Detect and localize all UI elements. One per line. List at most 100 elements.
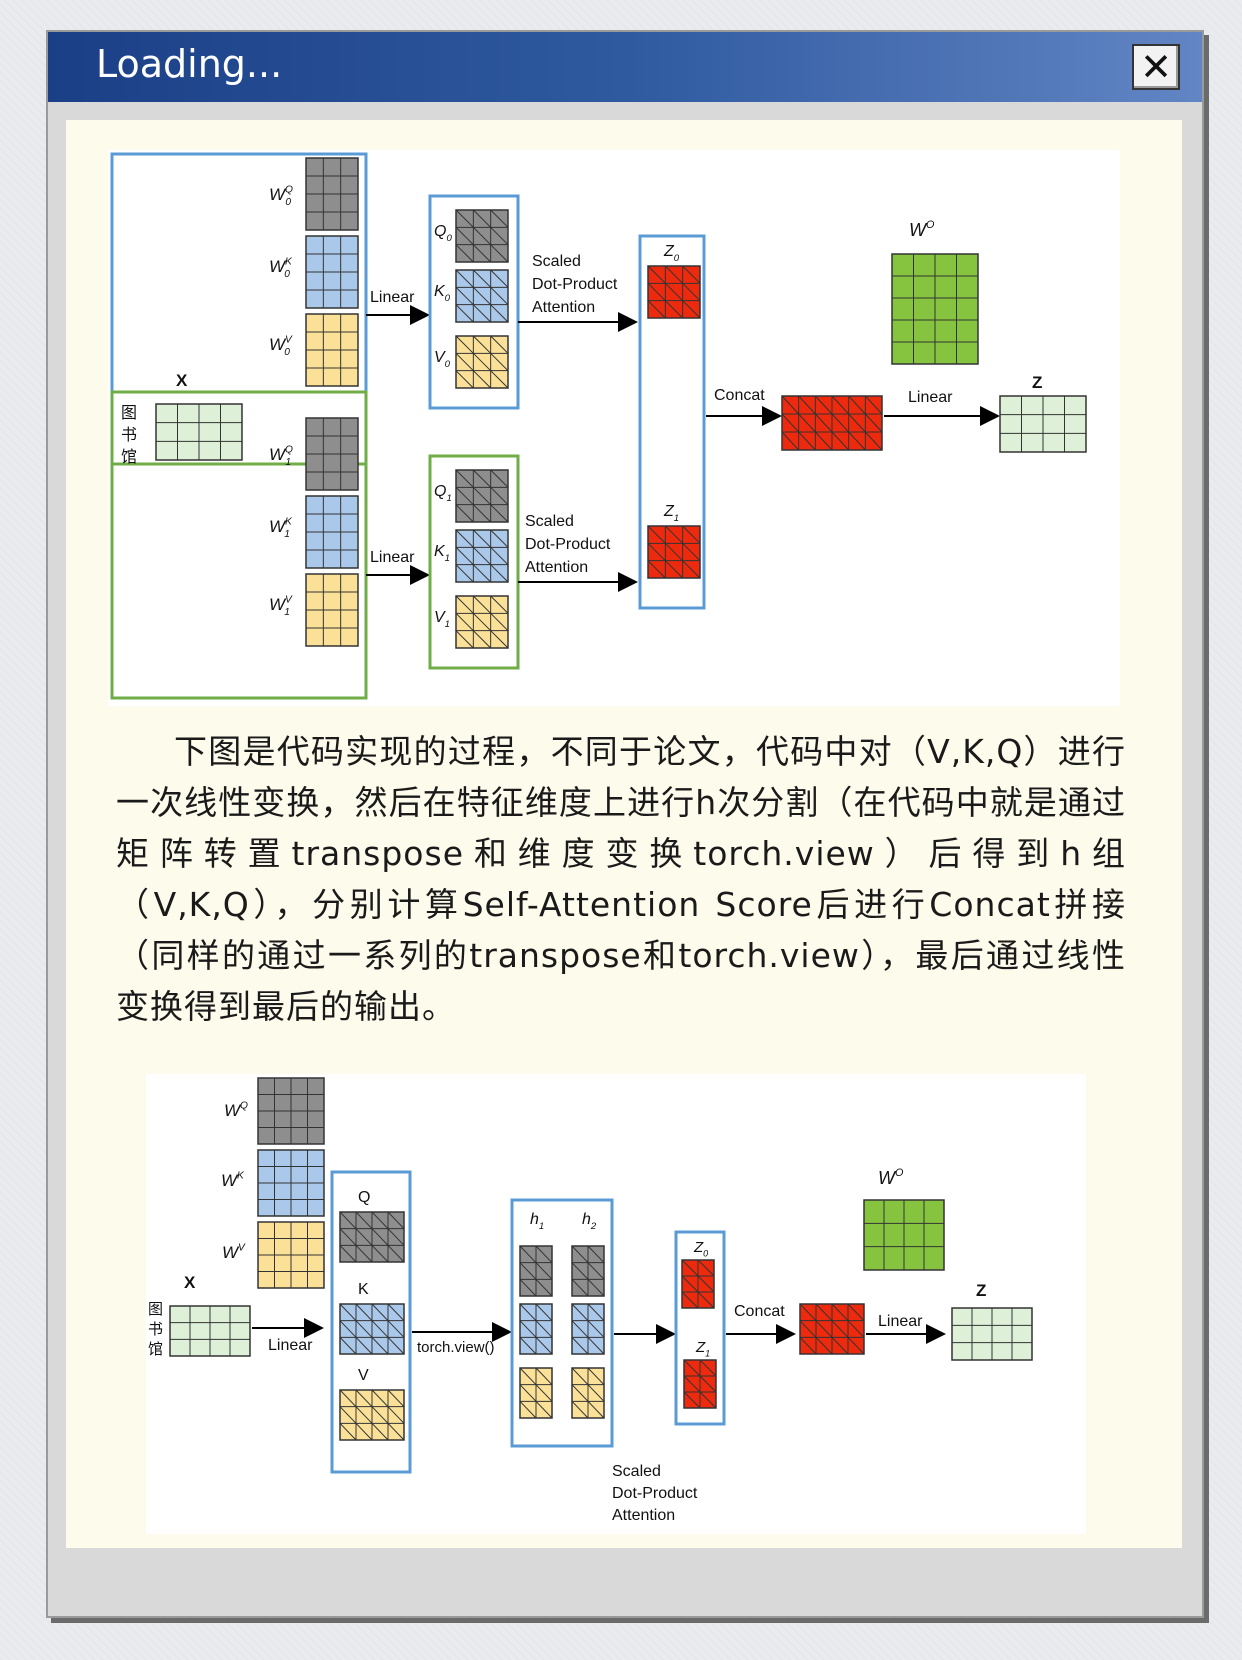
bottom-wk-matrix [305, 495, 359, 569]
bottom-qkv-box [428, 454, 520, 670]
bottom-sdpa-label: Scaled [525, 513, 574, 530]
z-out-matrix [999, 395, 1087, 453]
z1-matrix [683, 1359, 717, 1409]
wo-matrix [891, 253, 979, 365]
top-q-label: Q0 [434, 223, 452, 244]
k-matrix [339, 1303, 405, 1355]
top-qkv-box [428, 194, 520, 410]
linear-out-label: Linear [878, 1313, 923, 1330]
bottom-z-label: Z1 [663, 503, 679, 524]
h1-k-matrix [519, 1303, 553, 1355]
concat-matrix [781, 395, 883, 451]
input-char: 图 [148, 1301, 163, 1318]
sdpa-label: Dot-Product [612, 1485, 698, 1502]
h2-label: h2 [582, 1211, 597, 1232]
top-k-matrix [455, 269, 509, 323]
top-k-label: K0 [434, 283, 451, 304]
h1-q-matrix [519, 1245, 553, 1297]
top-z-matrix [647, 265, 701, 319]
q-label: Q [358, 1189, 370, 1206]
bottom-k-label: K1 [434, 543, 450, 564]
top-sdpa-label: Attention [532, 299, 595, 316]
wo-matrix [863, 1199, 945, 1271]
h1-label: h1 [530, 1211, 544, 1232]
input-char: 书 [148, 1321, 163, 1338]
top-linear-label: Linear [370, 289, 415, 306]
top-q-matrix [455, 209, 509, 263]
input-matrix [169, 1305, 251, 1357]
h2-q-matrix [571, 1245, 605, 1297]
top-z-label: Z0 [663, 243, 680, 264]
top-v-matrix [455, 335, 509, 389]
bottom-sdpa-label: Attention [525, 559, 588, 576]
input-char: 馆 [121, 448, 137, 466]
top-wk-matrix [305, 235, 359, 309]
input-matrix [155, 403, 243, 461]
v-matrix [339, 1389, 405, 1441]
bottom-q-label: Q1 [434, 483, 452, 504]
concat-matrix [799, 1303, 865, 1355]
bottom-q-matrix [455, 469, 509, 523]
x-label: X [184, 1273, 196, 1292]
concat-label: Concat [714, 387, 765, 404]
z0-label: Z0 [693, 1239, 708, 1259]
q-matrix [339, 1211, 405, 1263]
bottom-sdpa-label: Dot-Product [525, 536, 611, 553]
z-out-matrix [951, 1307, 1033, 1361]
z-stack-box [638, 234, 706, 610]
x-label: X [176, 371, 188, 390]
h2-v-matrix [571, 1367, 605, 1419]
linear-label: Linear [268, 1337, 313, 1354]
bottom-k-matrix [455, 529, 509, 583]
wo-label: WO [909, 219, 935, 240]
z-out-label: Z [976, 1281, 986, 1300]
h1-v-matrix [519, 1367, 553, 1419]
heads-box [510, 1198, 614, 1448]
torch-view-label: torch.view() [417, 1339, 495, 1356]
bottom-wq-matrix [305, 417, 359, 491]
close-button[interactable]: ✕ [1132, 44, 1180, 90]
input-char: 图 [121, 405, 137, 422]
wq-matrix [257, 1077, 325, 1145]
h2-k-matrix [571, 1303, 605, 1355]
bottom-wv-matrix [305, 573, 359, 647]
top-sdpa-label: Dot-Product [532, 276, 618, 293]
concat-label: Concat [734, 1303, 785, 1320]
close-icon: ✕ [1140, 45, 1172, 89]
linear-out-label: Linear [908, 389, 953, 406]
wv-matrix [257, 1221, 325, 1289]
qkv-box [330, 1170, 412, 1474]
top-wv-matrix [305, 313, 359, 387]
bottom-v-matrix [455, 595, 509, 649]
wv-label: WV [222, 1242, 246, 1262]
wo-label: WO [878, 1167, 904, 1188]
z-out-label: Z [1032, 373, 1042, 392]
z1-label: Z1 [695, 1339, 710, 1359]
top-v-label: V0 [434, 349, 451, 370]
description-paragraph: 下图是代码实现的过程，不同于论文，代码中对（V,K,Q）进行一次线性变换，然后在… [116, 732, 1126, 1026]
z0-matrix [681, 1259, 715, 1309]
top-sdpa-label: Scaled [532, 253, 581, 270]
input-char: 馆 [148, 1341, 163, 1358]
bottom-linear-label: Linear [370, 549, 415, 566]
bottom-v-label: V1 [434, 609, 450, 630]
v-label: V [358, 1367, 369, 1384]
z-stack-box [674, 1230, 726, 1426]
wq-label: WQ [224, 1100, 248, 1120]
sdpa-label: Attention [612, 1507, 675, 1524]
bottom-weights-box [110, 462, 368, 700]
window-title: Loading... [96, 42, 283, 86]
top-wq-matrix [305, 157, 359, 231]
sdpa-label: Scaled [612, 1463, 661, 1480]
bottom-z-matrix [647, 525, 701, 579]
